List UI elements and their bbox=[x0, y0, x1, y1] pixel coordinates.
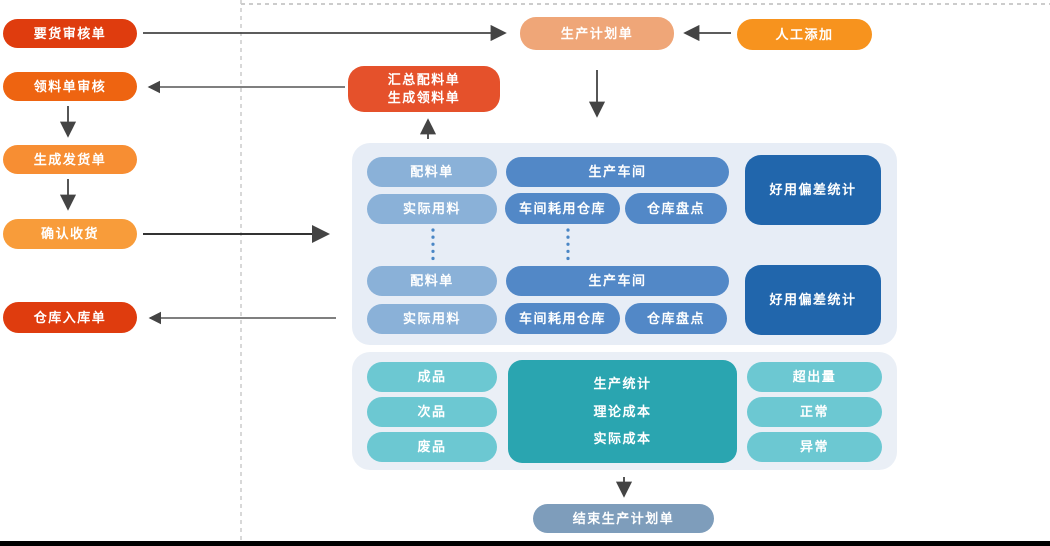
node-material-request-audit: 领料单审核 bbox=[3, 72, 137, 101]
node-batching-1: 配料单 bbox=[367, 157, 497, 187]
node-workshop-warehouse-2: 车间耗用仓库 bbox=[505, 303, 620, 334]
node-demand-audit: 要货审核单 bbox=[3, 19, 137, 48]
node-scrap-goods: 废品 bbox=[367, 432, 497, 462]
node-abnormal: 异常 bbox=[747, 432, 882, 462]
node-over-amount: 超出量 bbox=[747, 362, 882, 392]
node-normal: 正常 bbox=[747, 397, 882, 427]
node-generate-delivery: 生成发货单 bbox=[3, 145, 137, 174]
node-actual-usage-2: 实际用料 bbox=[367, 304, 497, 334]
node-workshop-warehouse-1: 车间耗用仓库 bbox=[505, 193, 620, 224]
node-deviation-stats-1: 好用偏差统计 bbox=[745, 155, 881, 225]
node-production-stats-box: 生产统计 理论成本 实际成本 bbox=[508, 360, 737, 463]
node-workshop-2: 生产车间 bbox=[506, 266, 729, 296]
node-finished-goods: 成品 bbox=[367, 362, 497, 392]
node-deviation-stats-2: 好用偏差统计 bbox=[745, 265, 881, 335]
node-summary-batching: 汇总配料单 生成领料单 bbox=[348, 66, 500, 112]
node-warehouse-inbound: 仓库入库单 bbox=[3, 302, 137, 333]
node-manual-add: 人工添加 bbox=[737, 19, 872, 50]
node-batching-2: 配料单 bbox=[367, 266, 497, 296]
node-stocktake-2: 仓库盘点 bbox=[625, 303, 727, 334]
stats-line-production: 生产统计 bbox=[593, 376, 652, 392]
node-actual-usage-1: 实际用料 bbox=[367, 194, 497, 224]
node-workshop-1: 生产车间 bbox=[506, 157, 729, 187]
node-confirm-receipt: 确认收货 bbox=[3, 219, 137, 249]
stats-line-actual-cost: 实际成本 bbox=[593, 431, 652, 447]
node-stocktake-1: 仓库盘点 bbox=[625, 193, 727, 224]
summary-line2: 生成领料单 bbox=[387, 90, 461, 105]
node-end-production-plan: 结束生产计划单 bbox=[533, 504, 714, 533]
bottom-edge-bar bbox=[0, 541, 1050, 546]
summary-line1: 汇总配料单 bbox=[387, 72, 461, 88]
node-defective-goods: 次品 bbox=[367, 397, 497, 427]
stats-line-theoretical-cost: 理论成本 bbox=[593, 403, 652, 419]
node-production-plan: 生产计划单 bbox=[520, 17, 674, 50]
